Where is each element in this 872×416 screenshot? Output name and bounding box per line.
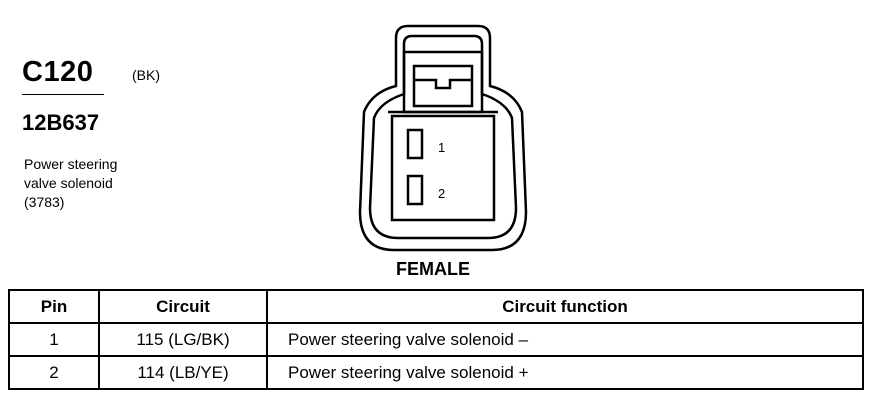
row-circuit: 115 (LG/BK): [98, 322, 268, 357]
table-row: 1 115 (LG/BK) Power steering valve solen…: [8, 322, 864, 357]
table-row: 2 114 (LB/YE) Power steering valve solen…: [8, 355, 864, 390]
connector-color-code: (BK): [132, 67, 160, 83]
header-circuit: Circuit: [98, 289, 268, 324]
header-pin: Pin: [8, 289, 100, 324]
row-circuit: 114 (LB/YE): [98, 355, 268, 390]
row-function: Power steering valve solenoid +: [266, 355, 864, 390]
row-pin: 1: [8, 322, 100, 357]
connector-id: C120: [22, 56, 94, 88]
cavity-label-1: 1: [438, 140, 445, 155]
pin-table: Pin Circuit Circuit function 1 115 (LG/B…: [8, 289, 864, 390]
gender-label: FEMALE: [396, 259, 470, 279]
description-line-1: Power steering: [24, 156, 118, 172]
cavity-label-2: 2: [438, 186, 445, 201]
connector-face-diagram: 1 2: [358, 24, 528, 252]
header-circuit-function: Circuit function: [266, 289, 864, 324]
row-function: Power steering valve solenoid –: [266, 322, 864, 357]
part-number: 12B637: [22, 110, 100, 135]
row-pin: 2: [8, 355, 100, 390]
table-header-row: Pin Circuit Circuit function: [8, 289, 864, 324]
description-line-2: valve solenoid: [24, 175, 113, 191]
description-line-3: (3783): [24, 194, 65, 210]
connector-id-underline: [22, 94, 104, 95]
